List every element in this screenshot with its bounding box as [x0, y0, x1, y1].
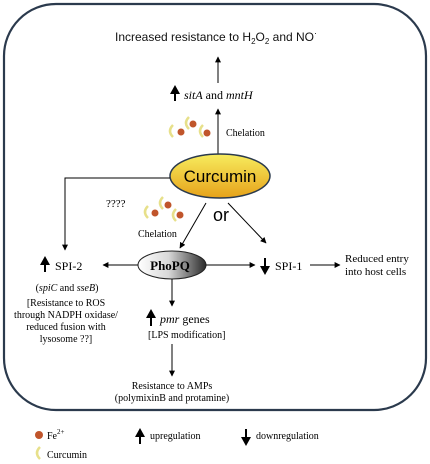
svg-text:sitA and mntH: sitA and mntH — [184, 88, 254, 102]
legend-curcumin: Curcumin — [47, 450, 87, 461]
sita-mnth-upregulation: sitA and mntH — [170, 85, 254, 102]
lps-label: [LPS modification] — [148, 330, 226, 341]
phopq-node: PhoPQ — [137, 250, 207, 280]
spi2-genes: (spiC and sseB) — [36, 283, 99, 294]
phopq-label: PhoPQ — [150, 258, 190, 273]
iron-chelation-cluster-top — [168, 116, 211, 138]
amp-resistance-text: Resistance to AMPs (polymixinB and prota… — [115, 381, 229, 404]
legend-upregulation: upregulation — [150, 431, 201, 442]
curcumin-arc-icon — [35, 446, 41, 460]
or-label: or — [213, 205, 229, 225]
pmr-upregulation: pmr genes — [146, 309, 210, 326]
chelation-label-mid: Chelation — [138, 229, 177, 240]
svg-text:reduced fusion with: reduced fusion with — [26, 322, 105, 333]
svg-text:Resistance to AMPs: Resistance to AMPs — [132, 381, 213, 392]
up-arrow-icon — [40, 256, 50, 272]
up-arrow-icon — [146, 309, 156, 326]
spi2-upregulation: SPI-2 — [40, 256, 82, 273]
iron-chelation-cluster-mid — [143, 196, 184, 222]
spi2-label: SPI-2 — [55, 259, 82, 273]
pmr-label: pmr genes — [159, 312, 210, 326]
down-arrow-icon — [260, 258, 270, 275]
curcumin-node: Curcumin — [169, 153, 271, 199]
legend: Fe2+ Curcumin upregulation downregulatio… — [35, 428, 319, 461]
arrow-curcumin-to-spi1 — [227, 202, 267, 244]
spi1-downregulation: SPI-1 — [260, 258, 302, 275]
up-arrow-icon — [135, 428, 145, 444]
down-arrow-icon — [241, 429, 251, 446]
question-marks: ???? — [106, 198, 126, 210]
svg-text:into host cells: into host cells — [345, 266, 406, 278]
cell-border — [2, 2, 428, 412]
arrow-curcumin-to-spi2 — [62, 177, 170, 251]
up-arrow-icon — [170, 85, 180, 101]
svg-text:(polymixinB and protamine): (polymixinB and protamine) — [115, 393, 229, 404]
chelation-label-top: Chelation — [226, 128, 265, 139]
curcumin-label: Curcumin — [184, 167, 257, 186]
spi1-label: SPI-1 — [275, 259, 302, 273]
svg-text:lysosome ??]: lysosome ??] — [40, 334, 93, 345]
svg-text:[Resistance to ROS: [Resistance to ROS — [27, 298, 105, 309]
svg-text:Reduced entry: Reduced entry — [345, 253, 409, 265]
fe-dot-icon — [35, 431, 43, 439]
legend-fe: Fe2+ — [47, 428, 65, 442]
reduced-entry-text: Reduced entry into host cells — [345, 253, 409, 278]
arrow-curcumin-to-phopq — [179, 202, 207, 249]
spi2-note: [Resistance to ROS through NADPH oxidase… — [14, 298, 118, 345]
top-result-text: Increased resistance to H2O2 and NO· — [115, 28, 317, 46]
legend-downregulation: downregulation — [256, 431, 319, 442]
svg-text:through NADPH oxidase/: through NADPH oxidase/ — [14, 310, 118, 321]
